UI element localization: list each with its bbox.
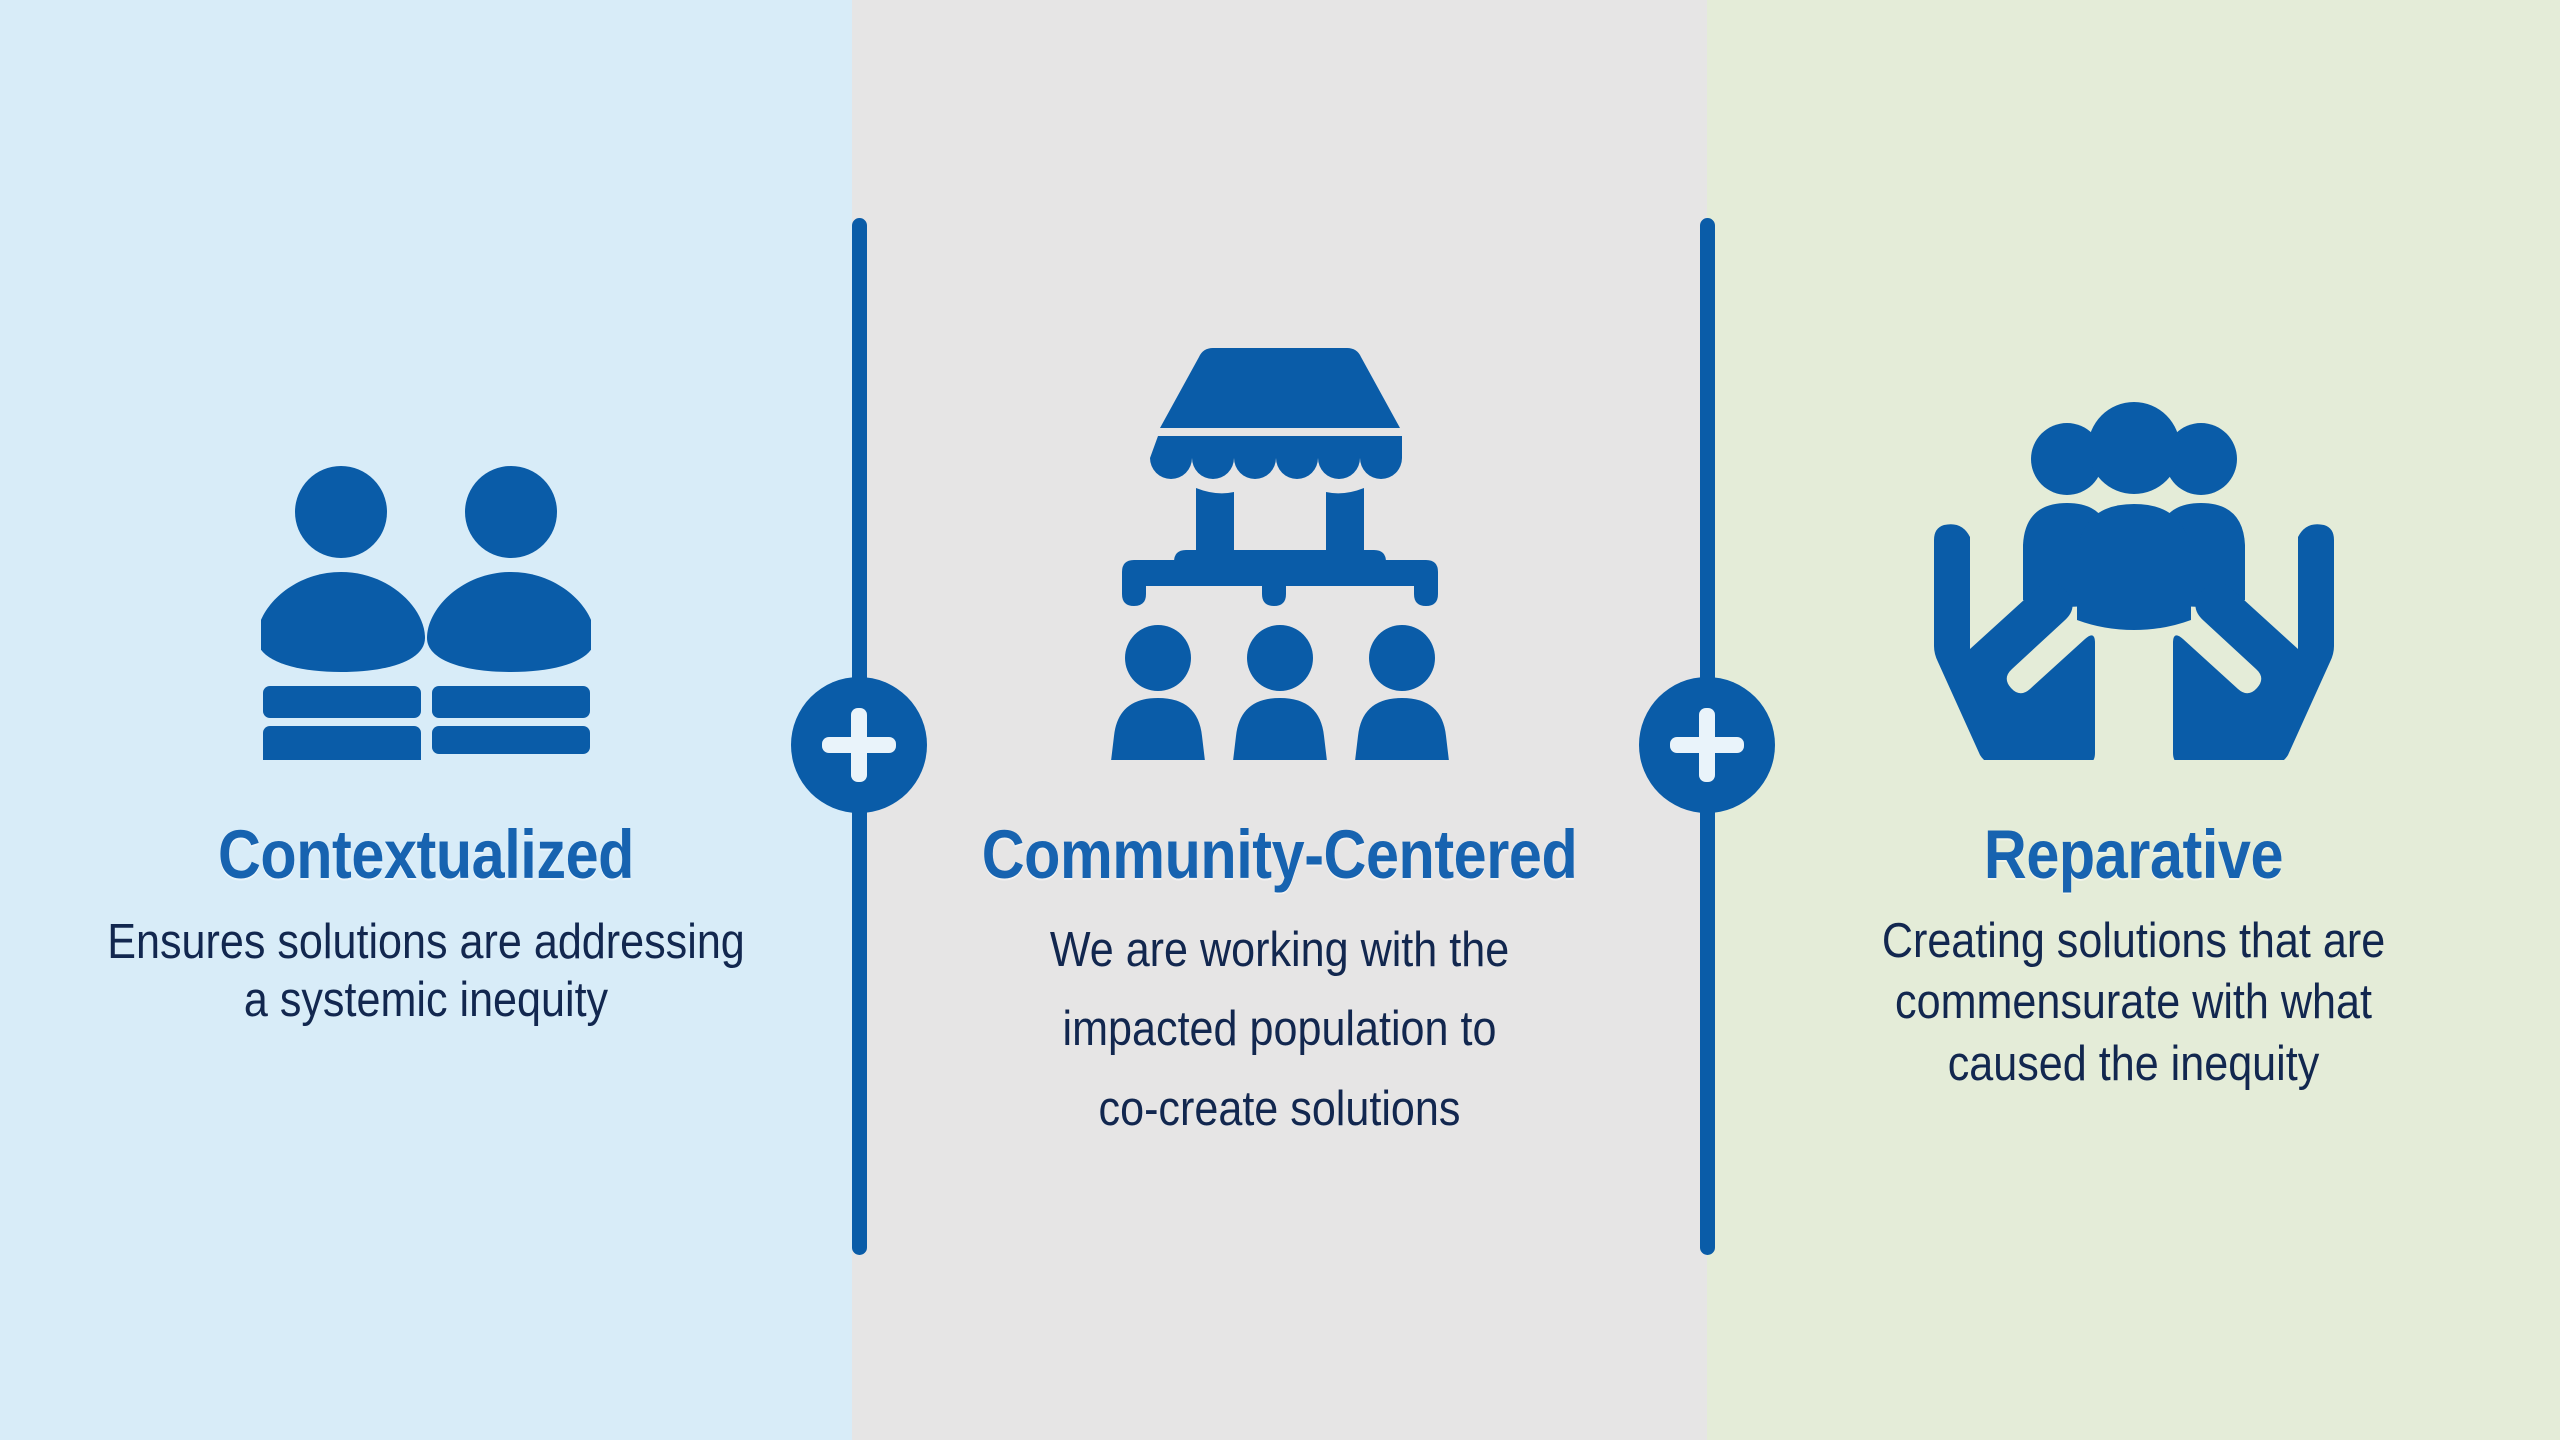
- panel-reparative-background: [1707, 0, 2560, 1440]
- hands-holding-people-icon: [1707, 370, 2560, 760]
- body-line: co-create solutions: [1098, 1081, 1461, 1136]
- text-block-reparative: Reparative Creating solutions that are c…: [1707, 820, 2560, 1095]
- body-line: a systemic inequity: [243, 972, 609, 1027]
- body-line: impacted population to: [1062, 1002, 1497, 1057]
- panel-contextualized-background: [0, 0, 852, 1440]
- heading-reparative: Reparative: [1983, 816, 2284, 893]
- heading-contextualized: Contextualized: [218, 816, 634, 893]
- body-contextualized: Ensures solutions are addressing a syste…: [86, 914, 765, 1030]
- text-block-contextualized: Contextualized Ensures solutions are add…: [0, 820, 852, 1030]
- market-stall-with-people-icon: [852, 330, 1707, 760]
- column-contextualized: Contextualized Ensures solutions are add…: [0, 0, 852, 1440]
- body-line: Ensures solutions are addressing: [107, 915, 745, 969]
- plus-vertical-bar: [1699, 708, 1715, 782]
- text-block-community-centered: Community-Centered We are working with t…: [852, 820, 1707, 1149]
- plus-badge-icon-2: [1639, 677, 1775, 813]
- two-people-unequal-blocks-icon: [0, 430, 852, 760]
- column-reparative: Reparative Creating solutions that are c…: [1707, 0, 2560, 1440]
- plus-vertical-bar: [851, 708, 867, 782]
- body-line: We are working with the: [1049, 923, 1510, 977]
- plus-badge-icon-1: [791, 677, 927, 813]
- column-community-centered: Community-Centered We are working with t…: [852, 0, 1707, 1440]
- body-line: Creating solutions that are: [1881, 914, 2386, 968]
- body-line: caused the inequity: [1947, 1036, 2320, 1091]
- body-line: commensurate with what: [1895, 975, 2372, 1030]
- heading-community-centered: Community-Centered: [981, 816, 1578, 893]
- body-community-centered: We are working with the impacted populat…: [939, 911, 1621, 1149]
- body-reparative: Creating solutions that are commensurate…: [1793, 911, 2473, 1095]
